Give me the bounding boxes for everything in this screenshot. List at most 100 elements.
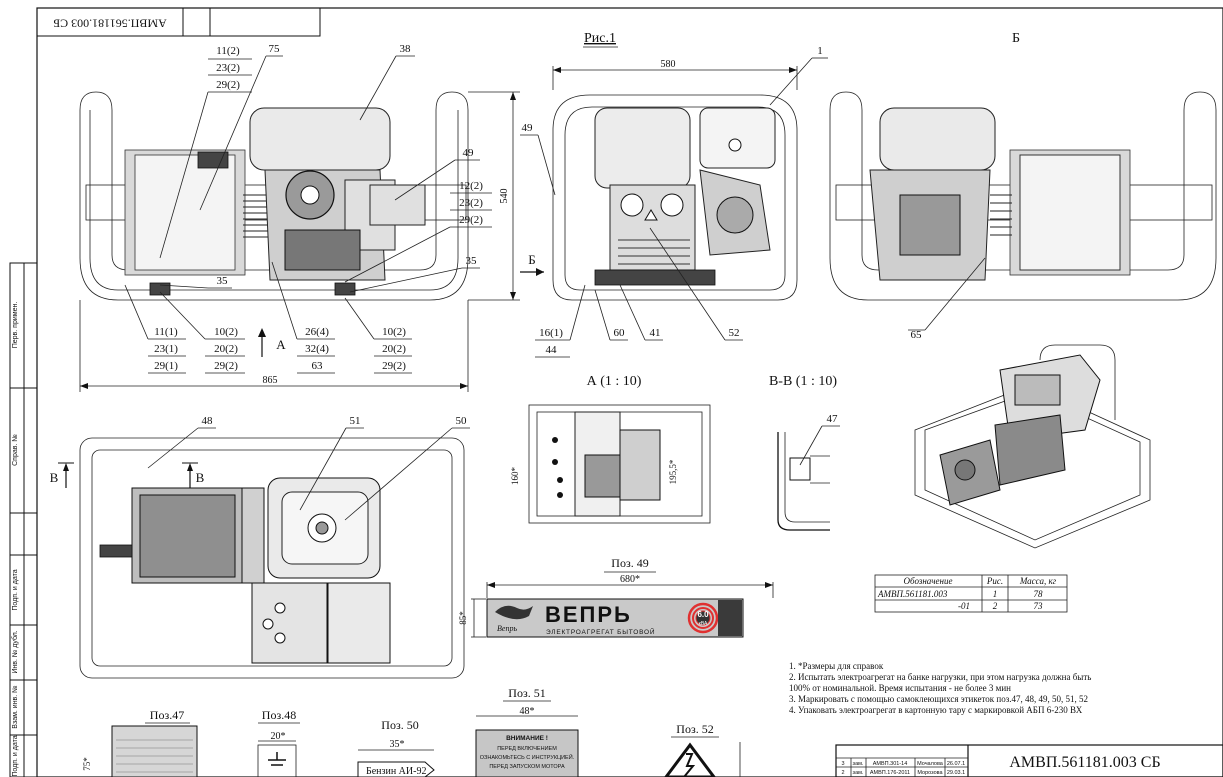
poz52-title: Поз. 52 xyxy=(676,722,713,736)
strip-label: Подп. и дата xyxy=(12,735,19,776)
callout: 41 xyxy=(650,327,661,339)
section-vv-title: В-В (1 : 10) xyxy=(769,374,837,389)
callout: 20(2) xyxy=(382,343,406,355)
callout: 35 xyxy=(466,255,478,267)
poz51-line: ПЕРЕД ВКЛЮЧЕНИЕМ xyxy=(497,746,557,752)
poz51-title: Поз. 51 xyxy=(508,686,545,700)
callout: 29(2) xyxy=(382,360,406,372)
rev-cell: 29.03.1 xyxy=(947,770,965,776)
strip-label: Подп. и дата xyxy=(12,569,19,610)
callout: 29(1) xyxy=(154,360,178,372)
top-view: В В 48 51 50 xyxy=(50,415,470,679)
callout: 50 xyxy=(456,415,468,427)
figure-title: Рис.1 xyxy=(584,31,616,46)
callout: 60 xyxy=(614,327,626,339)
technical-notes: 1. *Размеры для справок 2. Испытать элек… xyxy=(789,661,1091,715)
callout: 47 xyxy=(827,413,839,425)
callout: 38 xyxy=(400,43,412,55)
callout: 44 xyxy=(546,344,558,356)
rev-cell: Мочалова xyxy=(917,761,944,767)
callout: 49 xyxy=(522,122,534,134)
table-cell: 73 xyxy=(1034,601,1044,611)
callout: 10(2) xyxy=(382,326,406,338)
callout: 23(2) xyxy=(459,197,483,209)
callout: 48 xyxy=(202,415,214,427)
callout: 63 xyxy=(312,360,324,372)
mass-table: Обозначение Рис. Масса, кг АМВП.561181.0… xyxy=(874,574,1068,613)
callout: 32(4) xyxy=(305,343,329,355)
poz49-subtitle: ЭЛЕКТРОАГРЕГАТ БЫТОВОЙ xyxy=(546,627,655,636)
callout: 11(1) xyxy=(154,326,178,338)
callout: 23(2) xyxy=(216,62,240,74)
section-mark: В xyxy=(50,470,59,485)
poz51-dim: 48* xyxy=(520,706,535,717)
table-cell: 2 xyxy=(993,601,998,611)
callout: 1 xyxy=(817,45,823,57)
title-designation: АМВП.561181.003 СБ xyxy=(1009,754,1160,771)
top-stamp-text: АМВП.561181.003 СБ xyxy=(53,16,167,30)
poz51-line: ОЗНАКОМЬТЕСЬ С ИНСТРУКЦИЕЙ. xyxy=(480,753,575,761)
rev-cell: 26.07.1 xyxy=(947,761,965,767)
callout: 65 xyxy=(911,329,923,341)
view-a-marker: А xyxy=(276,337,286,352)
table-cell: -01 xyxy=(958,601,970,611)
callout: 16(1) xyxy=(539,327,563,339)
table-header: Масса, кг xyxy=(1019,576,1057,586)
front-view: Рис.1 580 Б 1 49 xyxy=(520,31,828,358)
callout: 35 xyxy=(217,275,229,287)
view-b-arrow-label: Б xyxy=(528,252,535,267)
callout: 49 xyxy=(463,147,475,159)
rev-cell: зам. xyxy=(853,761,864,767)
rev-cell: зам. xyxy=(853,770,864,776)
callout: 12(2) xyxy=(459,180,483,192)
note-line: 1. *Размеры для справок xyxy=(789,661,884,671)
callout: 75 xyxy=(269,43,281,55)
callout: 20(2) xyxy=(214,343,238,355)
rev-cell: 3 xyxy=(841,761,844,767)
callout: 23(1) xyxy=(154,343,178,355)
table-cell: АМВП.561181.003 xyxy=(877,589,948,599)
note-line: 2. Испытать электроагрегат на банке нагр… xyxy=(789,672,1091,682)
right-view: Б 65 xyxy=(829,31,1217,341)
callout: 29(2) xyxy=(214,360,238,372)
isometric-view xyxy=(914,344,1151,549)
callout: 10(2) xyxy=(214,326,238,338)
rev-cell: Морозова xyxy=(917,770,943,776)
poz47-title: Поз.47 xyxy=(150,708,184,722)
strip-label: Перв. примен. xyxy=(12,302,19,349)
poz49-brand: ВЕПРЬ xyxy=(545,602,632,627)
section-mark: В xyxy=(196,470,205,485)
poz47-dim: 75* xyxy=(82,757,92,771)
detail-a-dim: 195,5* xyxy=(668,459,678,484)
table-header: Рис. xyxy=(986,576,1003,586)
left-dims: 865 540 xyxy=(79,91,520,392)
section-vv: В-В (1 : 10) 47 xyxy=(769,374,840,531)
detail-a: А (1 : 10) 160* 195,5* xyxy=(510,374,711,524)
detail-a-dim: 160* xyxy=(510,467,520,486)
bottom-labels: Поз.47 75* Поз.48 20* Поз. 50 35* Бензин… xyxy=(82,686,741,777)
poz51-line: ВНИМАНИЕ ! xyxy=(506,735,548,742)
rev-cell: 2 xyxy=(841,770,844,776)
poz50-title: Поз. 50 xyxy=(381,718,418,732)
note-line: 3. Маркировать с помощью самоклеющихся э… xyxy=(789,694,1088,704)
callout: 52 xyxy=(729,327,740,339)
dim-540: 540 xyxy=(499,189,510,204)
dim-865: 865 xyxy=(263,375,278,386)
note-line: 4. Упаковать электроагрегат в картонную … xyxy=(789,705,1083,715)
table-cell: 78 xyxy=(1034,589,1044,599)
rev-cell: АМВП.301-14 xyxy=(873,761,908,767)
detail-a-title: А (1 : 10) xyxy=(587,374,642,389)
callout: 29(2) xyxy=(216,79,240,91)
table-cell: 1 xyxy=(993,589,998,599)
left-callouts: 11(2) 23(2) 29(2) 75 38 49 12(2) 23(2) 2… xyxy=(124,43,492,374)
table-header: Обозначение xyxy=(904,576,953,586)
strip-label: Справ. № xyxy=(12,434,19,466)
title-block: 3 зам. АМВП.301-14 Мочалова 26.07.1 2 за… xyxy=(835,744,1223,777)
note-line: 100% от номинальной. Время испытания - н… xyxy=(789,683,1011,693)
poz49-power-unit: кВА xyxy=(699,621,708,627)
poz48-title: Поз.48 xyxy=(262,708,296,722)
rev-cell: АМВП.176-2011 xyxy=(870,770,910,776)
poz49-power: 6.0 xyxy=(697,610,709,619)
poz49-dim-height: 85* xyxy=(458,611,468,625)
